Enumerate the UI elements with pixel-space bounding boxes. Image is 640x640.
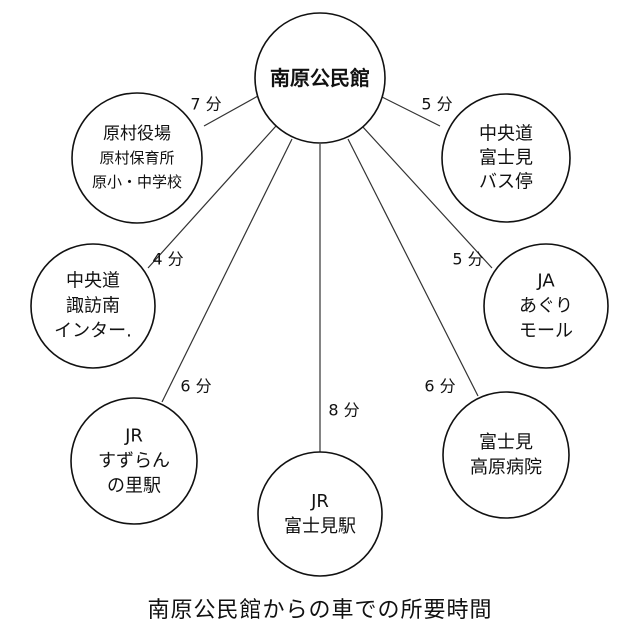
- node-label-busstop-0: 中央道: [479, 124, 533, 145]
- connector-haramura: [203, 95, 259, 127]
- node-circle-suwaminami: [30, 243, 156, 369]
- travel-time-labels: 7 分 5 分 4 分 5 分 6 分 8 分 6 分: [152, 95, 483, 420]
- node-label-ja-2: モール: [519, 321, 573, 342]
- node-label-fujimi-station-0: JR: [310, 491, 329, 512]
- node-circle-haramura: [71, 92, 203, 224]
- node-label-suwaminami-2: インター.: [54, 321, 132, 342]
- node-label-fujimi-station-1: 富士見駅: [284, 516, 356, 537]
- travel-time-fujimi-station: 8 分: [328, 401, 359, 420]
- connector-hospital: [347, 138, 479, 397]
- node-label-ja-1: あぐり: [519, 296, 573, 317]
- destination-nodes: 南原公民館原村役場原村保育所原小・中学校中央道富士見バス停中央道諏訪南インター.…: [30, 12, 609, 577]
- travel-time-suzuran: 6 分: [180, 377, 211, 396]
- node-label-center-0: 南原公民館: [270, 66, 370, 90]
- node-label-suwaminami-1: 諏訪南: [66, 296, 120, 317]
- node-label-suwaminami-0: 中央道: [66, 271, 120, 292]
- node-label-haramura-1: 原村保育所: [99, 149, 174, 167]
- connector-suwaminami: [147, 125, 277, 269]
- node-fujimi-station: JR 富士見駅: [257, 451, 383, 577]
- node-label-suzuran-2: の里駅: [107, 476, 161, 497]
- node-label-suzuran-1: すずらん: [98, 451, 170, 472]
- node-label-ja-0: JA: [536, 271, 555, 292]
- node-circle-center: [254, 12, 386, 144]
- travel-time-haramura: 7 分: [190, 95, 221, 114]
- node-circle-suzuran: [70, 397, 198, 525]
- travel-time-hospital: 6 分: [424, 377, 455, 396]
- node-label-haramura-0: 原村役場: [103, 124, 171, 144]
- diagram-caption: 南原公民館からの車での所要時間: [147, 598, 493, 623]
- node-circle-fujimi-station: [257, 451, 383, 577]
- node-circle-hospital: [442, 391, 570, 519]
- node-label-suzuran-0: JR: [124, 426, 143, 447]
- node-label-busstop-1: 富士見: [479, 148, 533, 169]
- travel-time-busstop: 5 分: [421, 95, 452, 114]
- node-label-hospital-1: 高原病院: [470, 457, 542, 478]
- node-circle-busstop: [441, 93, 571, 223]
- node-circle-ja: [483, 243, 609, 369]
- node-label-busstop-2: バス停: [479, 172, 533, 193]
- connector-busstop: [379, 95, 441, 127]
- connector-suzuran: [161, 138, 293, 403]
- connector-ja: [361, 125, 493, 269]
- travel-time-suwaminami: 4 分: [152, 250, 183, 269]
- node-label-hospital-0: 富士見: [479, 432, 533, 453]
- travel-time-ja: 5 分: [452, 250, 483, 269]
- connector-lines: [147, 95, 493, 452]
- node-label-haramura-2: 原小・中学校: [92, 173, 182, 191]
- node-center: 南原公民館: [254, 12, 386, 144]
